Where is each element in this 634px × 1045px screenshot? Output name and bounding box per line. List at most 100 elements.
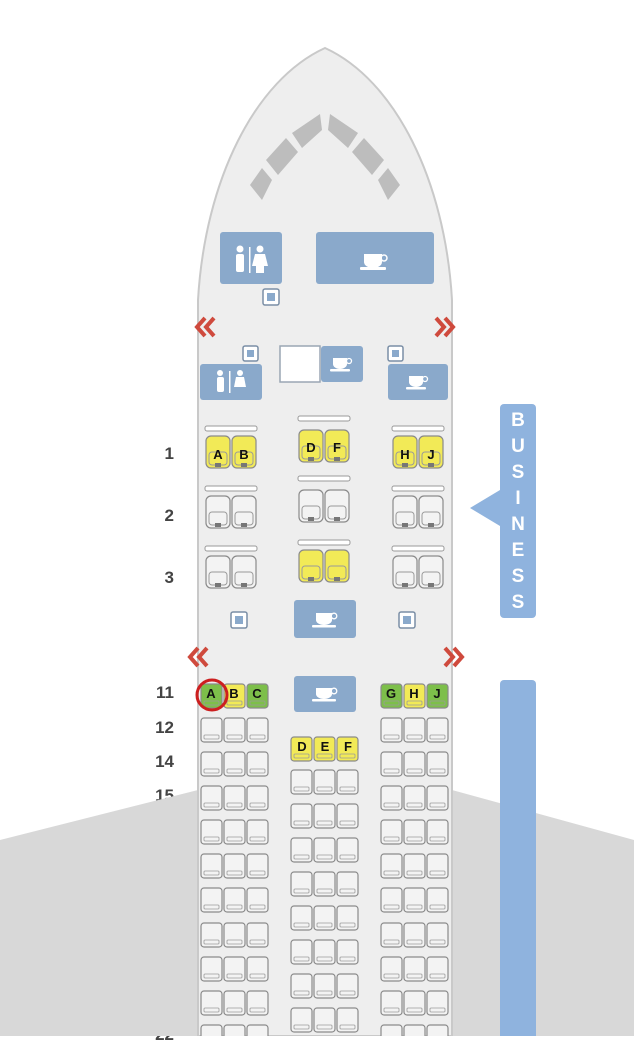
seat-icon[interactable] — [200, 853, 223, 879]
seat-icon[interactable] — [426, 751, 449, 777]
seat-icon[interactable] — [403, 887, 426, 913]
seat-icon[interactable] — [223, 887, 246, 913]
seat-icon[interactable] — [313, 837, 336, 863]
seat-icon[interactable] — [380, 683, 403, 709]
seat-icon[interactable] — [223, 922, 246, 948]
seat-icon[interactable] — [313, 803, 336, 829]
seat-icon[interactable] — [313, 736, 336, 762]
seat-icon[interactable] — [246, 683, 269, 709]
seat-icon[interactable] — [380, 1024, 403, 1036]
seat-icon[interactable] — [380, 853, 403, 879]
seat-icon[interactable] — [205, 495, 231, 529]
seat-icon[interactable] — [200, 1024, 223, 1036]
seat-icon[interactable] — [200, 922, 223, 948]
seat-icon[interactable] — [324, 549, 350, 583]
seat-icon[interactable] — [246, 751, 269, 777]
selected-seat-ring[interactable] — [195, 678, 229, 712]
seat-icon[interactable] — [336, 973, 359, 999]
seat-icon[interactable] — [426, 683, 449, 709]
seat-icon[interactable] — [290, 905, 313, 931]
seat-icon[interactable] — [313, 973, 336, 999]
seat-icon[interactable] — [336, 837, 359, 863]
seat-icon[interactable] — [336, 939, 359, 965]
seat-icon[interactable] — [231, 495, 257, 529]
seat-icon[interactable] — [426, 1024, 449, 1036]
seat-icon[interactable] — [336, 905, 359, 931]
seat-icon[interactable] — [246, 956, 269, 982]
seat-icon[interactable] — [403, 853, 426, 879]
seat-icon[interactable] — [246, 922, 269, 948]
seat-icon[interactable] — [336, 871, 359, 897]
seat-icon[interactable] — [290, 736, 313, 762]
seat-icon[interactable] — [290, 871, 313, 897]
seat-icon[interactable] — [313, 769, 336, 795]
seat-icon[interactable] — [392, 435, 418, 469]
seat-icon[interactable] — [223, 717, 246, 743]
seat-icon[interactable] — [392, 495, 418, 529]
seat-icon[interactable] — [223, 990, 246, 1016]
seat-icon[interactable] — [223, 853, 246, 879]
seat-icon[interactable] — [231, 555, 257, 589]
seat-icon[interactable] — [313, 905, 336, 931]
seat-icon[interactable] — [426, 853, 449, 879]
seat-icon[interactable] — [290, 939, 313, 965]
seat-icon[interactable] — [205, 435, 231, 469]
seat-icon[interactable] — [290, 837, 313, 863]
seat-icon[interactable] — [426, 785, 449, 811]
seat-icon[interactable] — [403, 1024, 426, 1036]
seat-icon[interactable] — [426, 819, 449, 845]
seat-icon[interactable] — [336, 1007, 359, 1033]
seat-icon[interactable] — [324, 429, 350, 463]
seat-icon[interactable] — [403, 922, 426, 948]
seat-icon[interactable] — [223, 683, 246, 709]
seat-icon[interactable] — [290, 803, 313, 829]
seat-icon[interactable] — [426, 922, 449, 948]
seat-icon[interactable] — [403, 785, 426, 811]
seat-icon[interactable] — [200, 956, 223, 982]
seat-icon[interactable] — [392, 555, 418, 589]
seat-icon[interactable] — [290, 769, 313, 795]
seat-icon[interactable] — [298, 429, 324, 463]
seat-icon[interactable] — [380, 990, 403, 1016]
seat-icon[interactable] — [290, 1007, 313, 1033]
seat-icon[interactable] — [426, 717, 449, 743]
seat-icon[interactable] — [298, 489, 324, 523]
seat-icon[interactable] — [403, 751, 426, 777]
seat-icon[interactable] — [298, 549, 324, 583]
seat-icon[interactable] — [223, 819, 246, 845]
seat-icon[interactable] — [336, 736, 359, 762]
seat-icon[interactable] — [426, 887, 449, 913]
seat-icon[interactable] — [426, 990, 449, 1016]
seat-icon[interactable] — [380, 785, 403, 811]
seat-icon[interactable] — [380, 956, 403, 982]
seat-icon[interactable] — [200, 717, 223, 743]
seat-icon[interactable] — [336, 769, 359, 795]
seat-icon[interactable] — [313, 871, 336, 897]
seat-icon[interactable] — [403, 683, 426, 709]
seat-icon[interactable] — [246, 887, 269, 913]
seat-icon[interactable] — [205, 555, 231, 589]
seat-icon[interactable] — [380, 819, 403, 845]
seat-icon[interactable] — [246, 1024, 269, 1036]
seat-icon[interactable] — [200, 785, 223, 811]
seat-icon[interactable] — [403, 990, 426, 1016]
seat-icon[interactable] — [223, 1024, 246, 1036]
seat-icon[interactable] — [403, 819, 426, 845]
seat-icon[interactable] — [380, 717, 403, 743]
seat-icon[interactable] — [313, 1007, 336, 1033]
seat-icon[interactable] — [200, 819, 223, 845]
seat-icon[interactable] — [380, 887, 403, 913]
seat-icon[interactable] — [231, 435, 257, 469]
seat-icon[interactable] — [380, 922, 403, 948]
seat-icon[interactable] — [200, 887, 223, 913]
seat-icon[interactable] — [324, 489, 350, 523]
seat-icon[interactable] — [418, 495, 444, 529]
seat-icon[interactable] — [313, 939, 336, 965]
seat-icon[interactable] — [418, 555, 444, 589]
seat-icon[interactable] — [223, 785, 246, 811]
seat-icon[interactable] — [336, 803, 359, 829]
seat-icon[interactable] — [426, 956, 449, 982]
seat-icon[interactable] — [223, 751, 246, 777]
seat-icon[interactable] — [200, 683, 223, 709]
seat-icon[interactable] — [418, 435, 444, 469]
